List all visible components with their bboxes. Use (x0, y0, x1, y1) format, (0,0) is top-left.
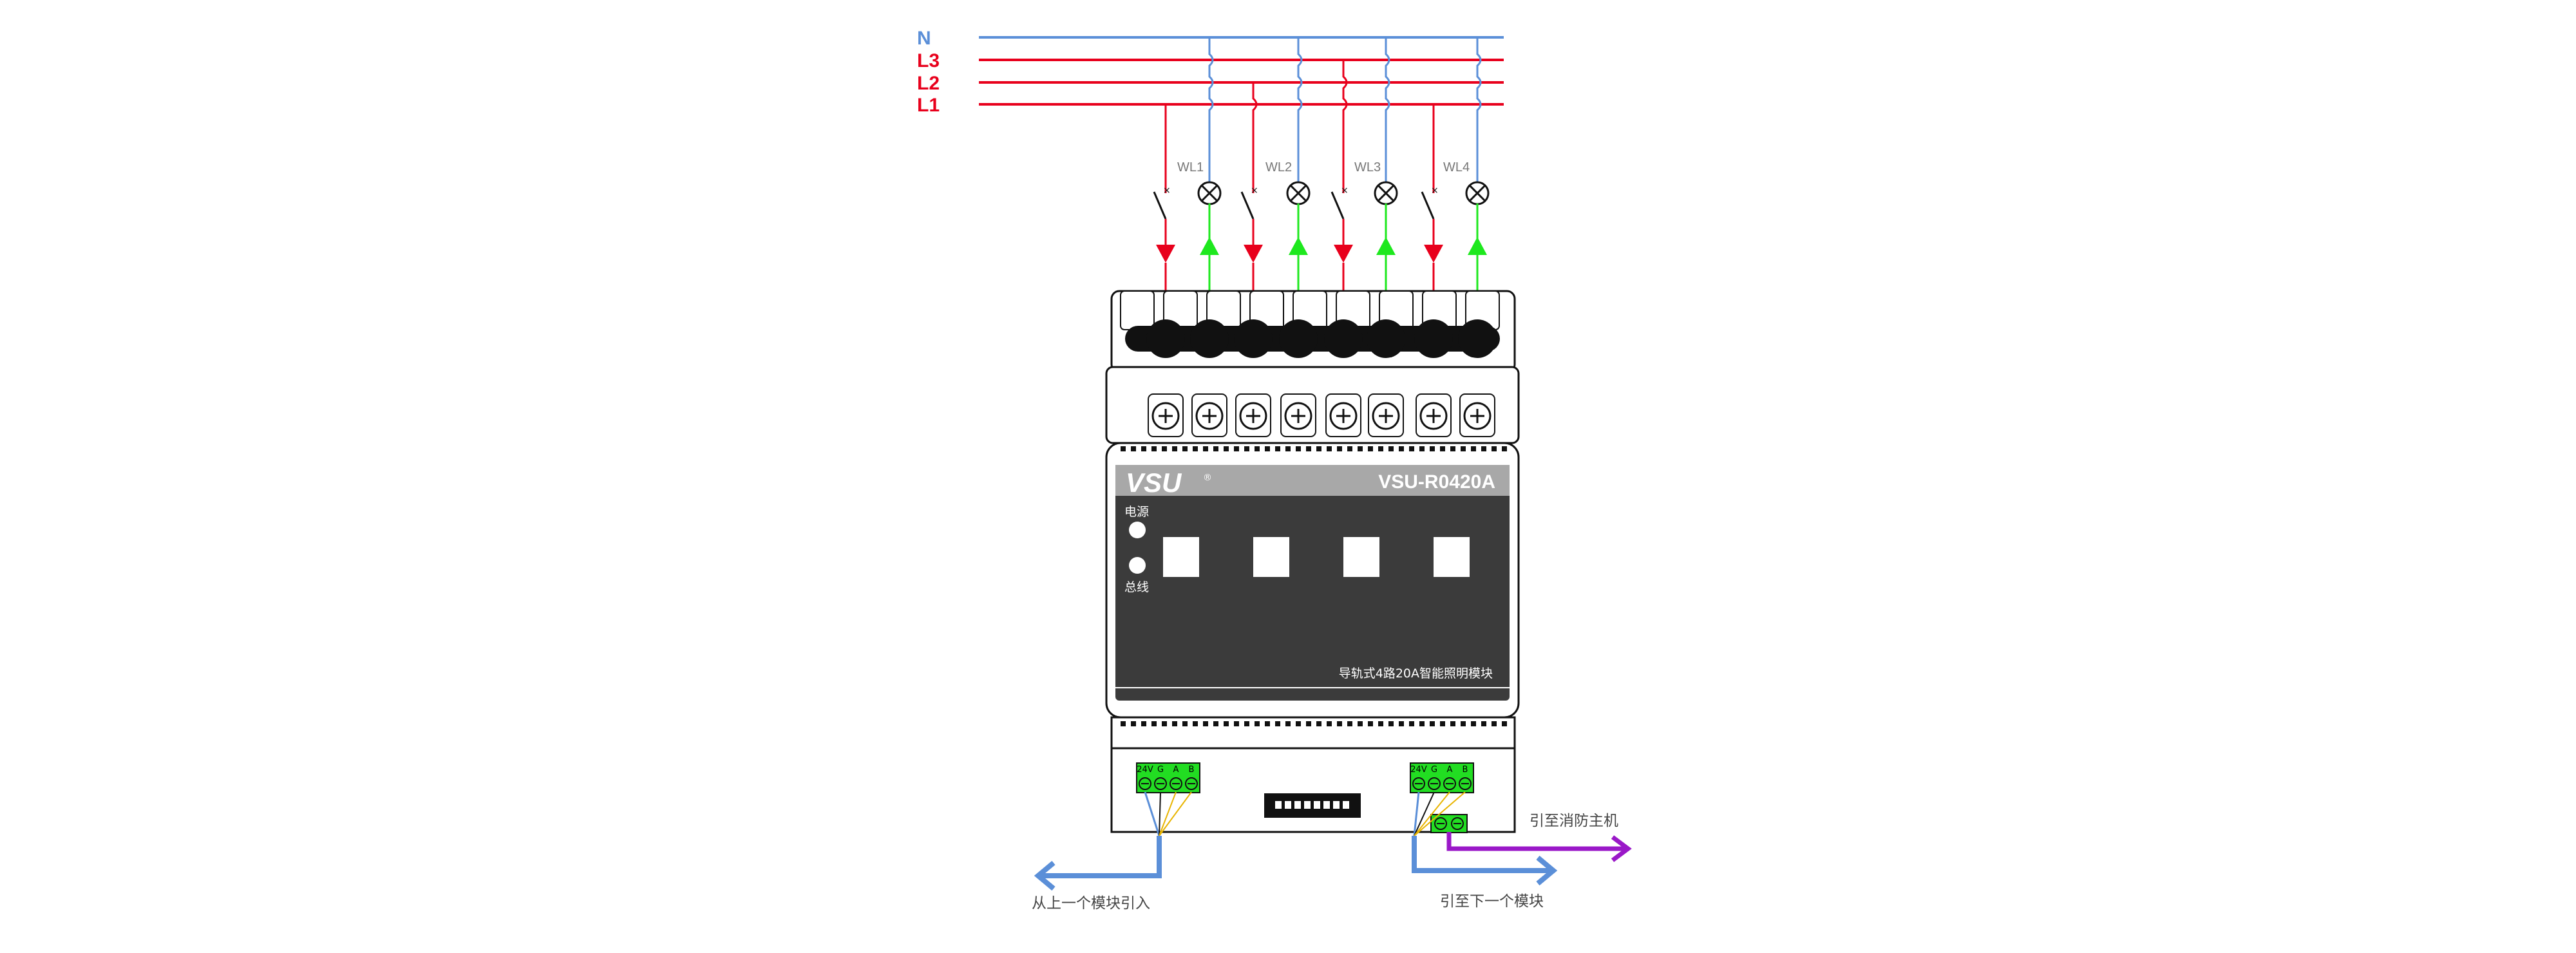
power-indicator (1129, 522, 1146, 538)
switch-icon (1240, 191, 1255, 220)
load-output-arrow (1376, 237, 1396, 255)
vent-dots (1121, 446, 1507, 451)
svg-text:×: × (1251, 185, 1258, 196)
arrow-from-previous (1038, 836, 1162, 878)
bus-label: 总线 (1124, 580, 1149, 594)
module-header-bar (1115, 465, 1510, 496)
power-label: 电源 (1124, 505, 1149, 519)
channel-button-2[interactable] (1253, 537, 1289, 577)
circuit-label-wl4: WL4 (1443, 160, 1470, 175)
live-input-arrow (1334, 245, 1353, 263)
dip-switch-keys (1275, 801, 1349, 809)
lamp-icon (1374, 181, 1398, 205)
load-output-arrow (1200, 237, 1219, 255)
circuit-label-wl1: WL1 (1177, 160, 1204, 175)
label-from-previous-module: 从上一个模块引入 (1032, 895, 1150, 912)
channel-button-1[interactable] (1163, 537, 1199, 577)
bus-terminal-label: A (1447, 765, 1453, 775)
brand-logo: VSU (1126, 467, 1182, 498)
switch-icon (1331, 191, 1345, 220)
bus-terminal-label: G (1157, 765, 1164, 775)
channel-button-3[interactable] (1343, 537, 1379, 577)
lamp-icon (1465, 181, 1490, 205)
phase-label-n: N (917, 28, 931, 49)
circuit-label-wl3: WL3 (1354, 160, 1381, 175)
arrow-to-next (1412, 836, 1553, 873)
phase-label-l3: L3 (917, 50, 940, 71)
live-input-arrow (1424, 245, 1443, 263)
load-output-arrow (1468, 237, 1487, 255)
neutral-tap-3 (1385, 37, 1390, 182)
bus-terminal-label: 24V (1410, 765, 1427, 775)
load-output-arrow (1289, 237, 1308, 255)
neutral-tap-1 (1208, 37, 1214, 182)
live-tap-2 (1252, 82, 1258, 193)
switch-icon (1421, 191, 1435, 220)
module-face-panel (1115, 465, 1510, 701)
channel-button-4[interactable] (1434, 537, 1470, 577)
arrow-to-fire-host (1446, 832, 1628, 851)
bus-terminal-label: B (1189, 765, 1195, 775)
label-to-next-module: 引至下一个模块 (1440, 893, 1544, 910)
neutral-tap-4 (1476, 37, 1482, 182)
svg-text:×: × (1163, 185, 1171, 196)
terminal-strip-screws (1146, 319, 1497, 358)
bus-terminal-label: A (1173, 765, 1179, 775)
live-tap-3 (1342, 60, 1348, 193)
bus-indicator (1129, 557, 1146, 574)
bus-wiring (1034, 791, 1632, 891)
switch-icon (1153, 191, 1167, 220)
live-input-arrow (1156, 245, 1175, 263)
bus-terminal-label: B (1463, 765, 1468, 775)
lamp-icon (1197, 181, 1222, 205)
lighting-module: VSU ® VSU-R0420A 电源 总线 导轨式4路20A智能照明模块 24… (1105, 290, 1520, 833)
screw-terminal-row (1148, 393, 1495, 437)
phase-label-l1: L1 (917, 95, 940, 116)
svg-text:×: × (1341, 185, 1349, 196)
bus-terminal-label: G (1431, 765, 1437, 775)
svg-text:×: × (1431, 185, 1439, 196)
bus-terminal-label: 24V (1137, 765, 1153, 775)
live-input-arrow (1244, 245, 1263, 263)
module-description: 导轨式4路20A智能照明模块 (1339, 666, 1493, 681)
bottom-housing (1110, 716, 1516, 750)
model-number: VSU-R0420A (1378, 471, 1495, 493)
neutral-tap-2 (1297, 37, 1303, 182)
phase-label-l2: L2 (917, 73, 940, 94)
label-to-fire-host: 引至消防主机 (1530, 813, 1618, 829)
bottom-vent-dots (1121, 721, 1507, 726)
lamp-icon (1286, 181, 1311, 205)
circuit-label-wl2: WL2 (1265, 160, 1292, 175)
registered-mark: ® (1203, 473, 1212, 483)
